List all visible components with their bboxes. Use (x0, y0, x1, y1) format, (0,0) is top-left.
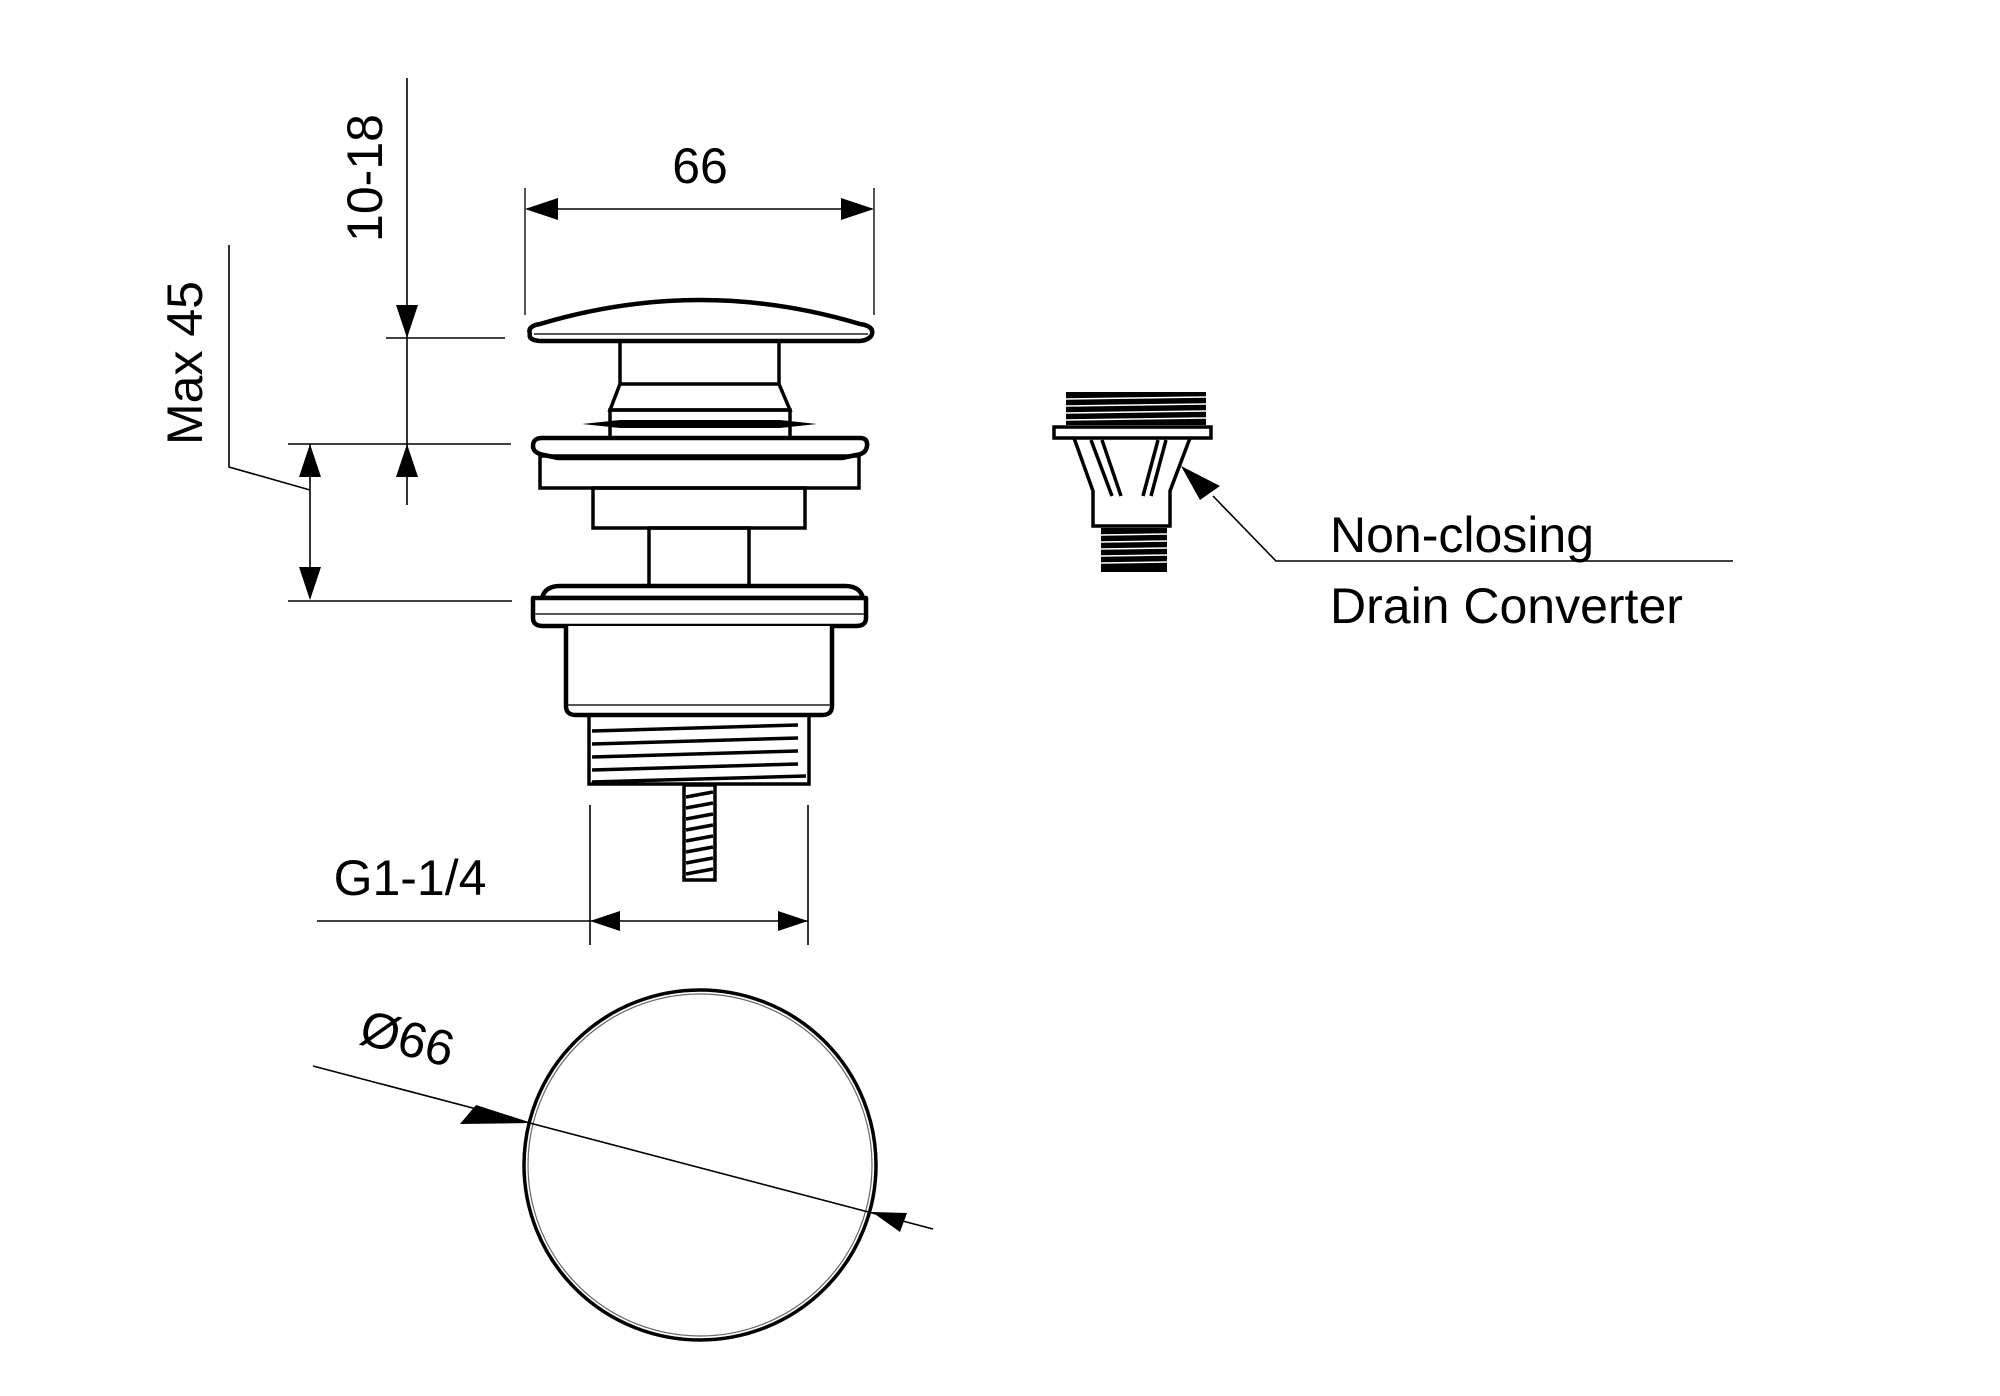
cap-top-view: Ø66 (312, 988, 934, 1342)
thread-highlight (1100, 554, 1168, 557)
max-thickness-label: Max 45 (157, 281, 213, 445)
lower-flange-top (539, 583, 866, 601)
cap-width-dimension: 66 (524, 138, 875, 315)
converter-bottom-thread-lines (1100, 533, 1168, 564)
waste-body (563, 626, 835, 718)
cap-circle (522, 988, 878, 1342)
arrow-left-icon (590, 911, 620, 931)
callout-arrow-icon (1181, 466, 1220, 500)
thread-size-label: G1-1/4 (334, 850, 487, 906)
threaded-rod (682, 783, 717, 882)
drain-converter (1052, 392, 1213, 572)
upper-stem (618, 339, 781, 386)
cap-height-dimension: 10-18 (288, 78, 511, 505)
stem-taper (607, 383, 793, 412)
callout-line-2: Drain Converter (1330, 578, 1683, 634)
thread-line (591, 736, 799, 746)
thread-line (591, 723, 799, 733)
upper-block (591, 486, 807, 530)
thread-highlight (1100, 533, 1168, 536)
rod-thread (685, 823, 714, 832)
callout-line-1: Non-closing (1330, 507, 1594, 563)
converter-rib (1149, 439, 1168, 497)
thread-highlight (1100, 561, 1168, 564)
upper-flange (530, 435, 870, 461)
cap (527, 297, 875, 344)
arrow-up-icon (396, 444, 418, 477)
thread-highlight (1065, 403, 1207, 407)
seal-disc (582, 420, 817, 428)
converter-rib (1100, 439, 1123, 497)
arrow-right-icon (841, 198, 874, 220)
rod-thread (685, 790, 714, 799)
thread-lines (591, 723, 807, 784)
middle-stem (647, 526, 751, 588)
callout-leader-line (1212, 495, 1733, 562)
arrow-left-icon (525, 198, 558, 220)
converter-cone (1072, 437, 1192, 528)
rod-thread (685, 845, 714, 854)
rod-thread (685, 856, 714, 865)
drain-converter-callout: Non-closing Drain Converter (1181, 466, 1733, 634)
rod-thread (685, 867, 714, 876)
converter-rib (1089, 439, 1114, 497)
converter-top-thread-lines (1065, 396, 1207, 421)
max-thickness-dimension: Max 45 (157, 245, 512, 602)
thread-line (591, 774, 807, 784)
diameter-line (312, 1065, 934, 1230)
upper-flange-body (538, 454, 861, 490)
thread-line (591, 762, 799, 772)
rod-threads (685, 790, 714, 876)
converter-flange (1052, 425, 1213, 440)
thread-highlight (1100, 547, 1168, 550)
arrow-right-icon (460, 1105, 532, 1124)
thread-highlight (1100, 540, 1168, 543)
cap-width-label: 66 (672, 138, 728, 194)
cap-diameter-label: Ø66 (355, 999, 461, 1078)
leader-line (228, 245, 311, 491)
thread-highlight (1065, 396, 1207, 400)
cap-circle-inner (527, 993, 873, 1337)
arrow-down-icon (396, 305, 418, 338)
thread-line (591, 749, 799, 759)
thread-size-dimension: G1-1/4 (317, 805, 809, 945)
thread-highlight (1065, 417, 1207, 421)
rod-thread (685, 834, 714, 843)
lower-flange (530, 595, 869, 629)
pop-up-waste-side-view (527, 297, 875, 882)
cap-height-label: 10-18 (337, 114, 393, 242)
thread-highlight (1065, 410, 1207, 414)
arrow-down-icon (299, 567, 321, 600)
rod-thread (685, 812, 714, 821)
converter-rib (1141, 439, 1160, 497)
arrow-right-icon (778, 911, 808, 931)
arrow-left-icon (872, 1212, 907, 1232)
rod-thread (685, 801, 714, 810)
arrow-up-icon (299, 444, 321, 477)
